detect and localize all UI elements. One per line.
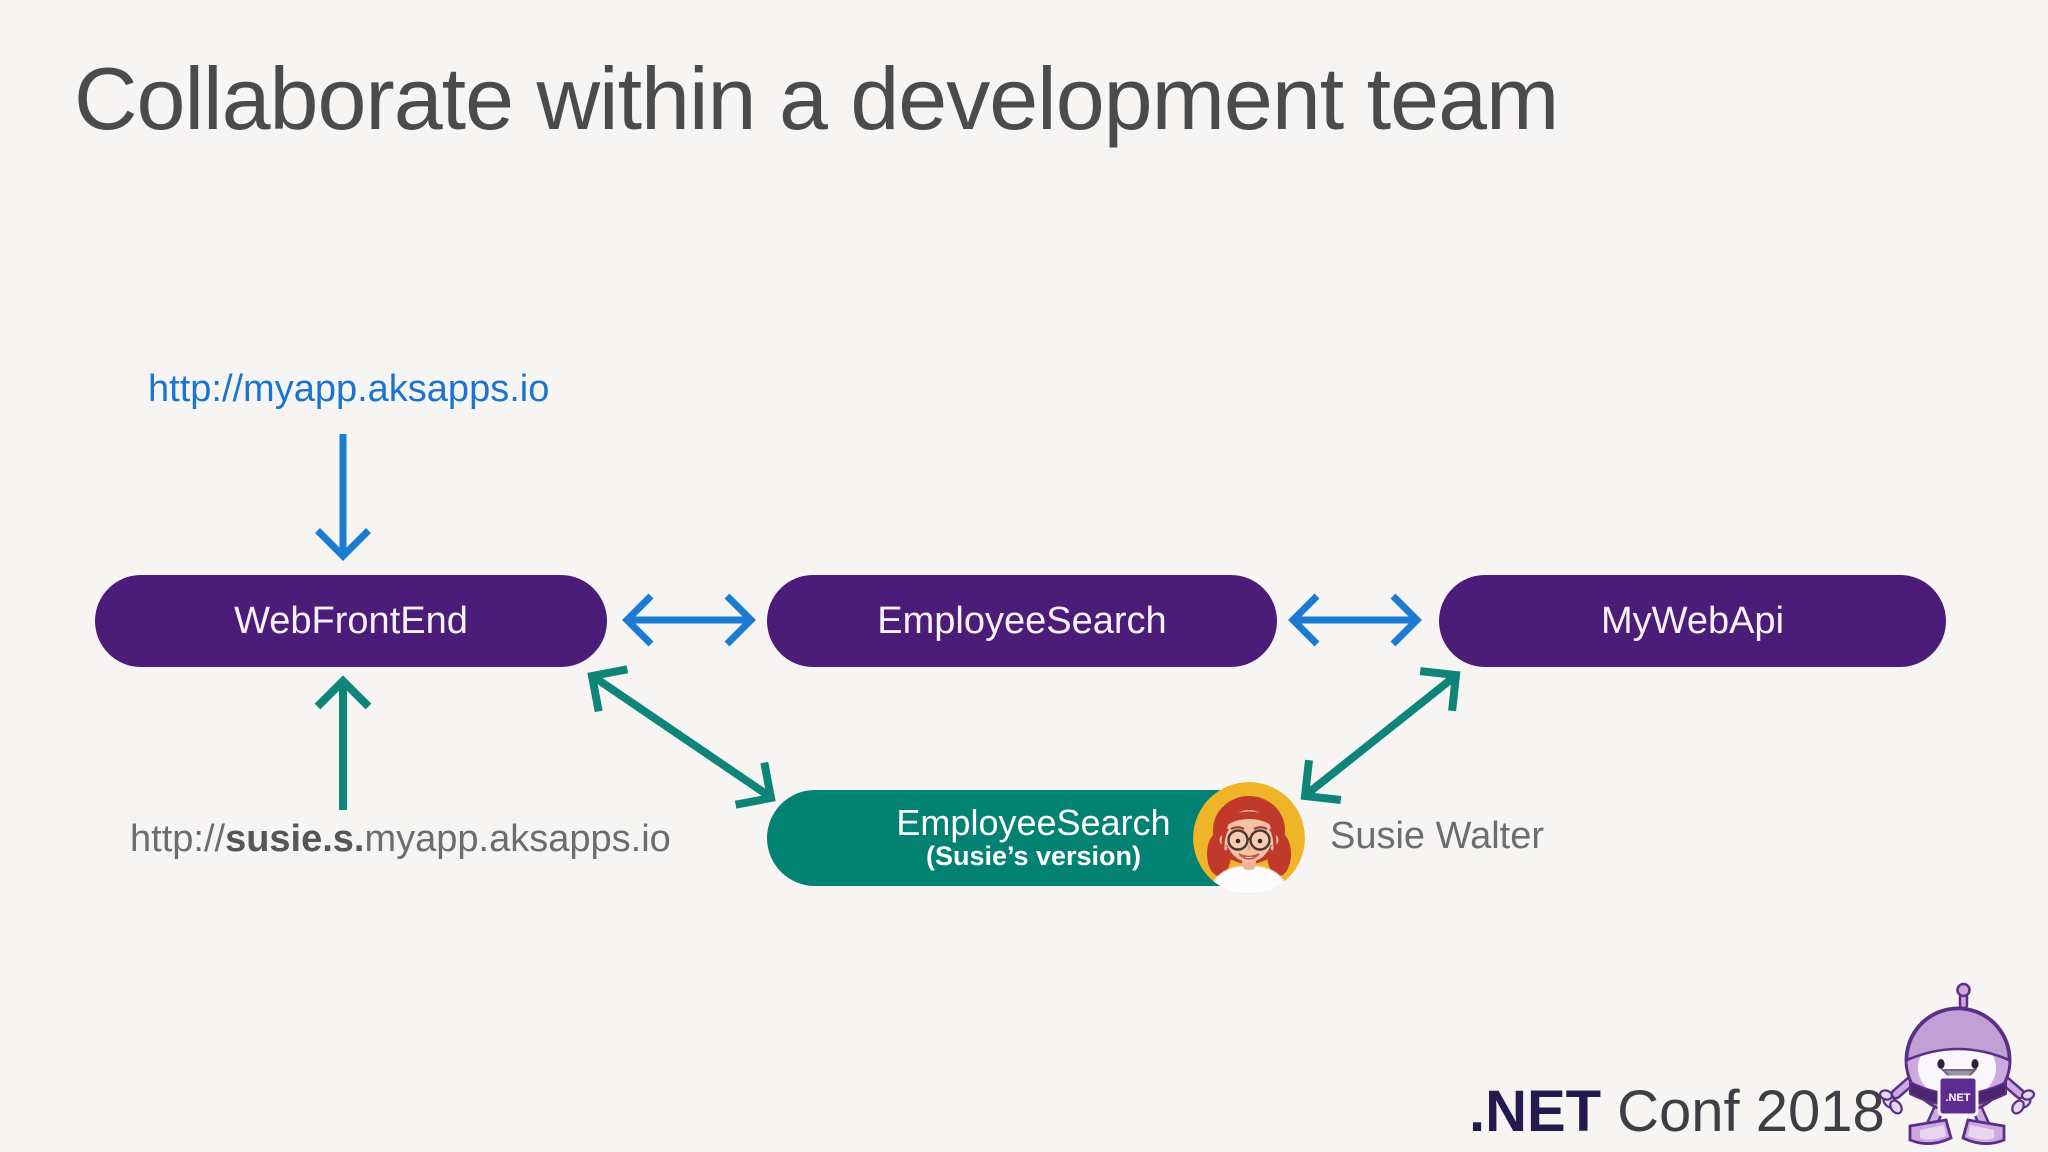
node-mywebapi: MyWebApi [1439, 575, 1946, 667]
dotnet-conf-logo: .NET Conf 2018 [1469, 1078, 1885, 1145]
page-title: Collaborate within a development team [74, 49, 1559, 148]
arrow-employeesearch-mywebapi [1288, 593, 1422, 647]
url-myapp: http://myapp.aksapps.io [148, 368, 550, 410]
url-susie: http://susie.s.myapp.aksapps.io [130, 818, 671, 861]
arrow-susieurl-to-webfrontend [314, 675, 372, 810]
url-susie-prefix: http:// [130, 818, 226, 860]
node-webfrontend: WebFrontEnd [95, 575, 607, 667]
node-employeesearch: EmployeeSearch [767, 575, 1277, 667]
arrow-susieversion-mywebapi [1300, 667, 1461, 804]
conf-year-text: Conf 2018 [1617, 1079, 1885, 1144]
node-employeesearch-label: EmployeeSearch [877, 599, 1167, 642]
arrow-url-to-webfrontend [315, 434, 371, 561]
node-mywebapi-label: MyWebApi [1600, 599, 1785, 642]
node-webfrontend-label: WebFrontEnd [234, 599, 468, 642]
person-name: Susie Walter [1330, 815, 1544, 857]
url-susie-rest: myapp.aksapps.io [364, 818, 671, 860]
url-susie-subdomain: susie.s. [225, 818, 365, 860]
susie-node-label: EmployeeSearch [896, 802, 1171, 844]
mascot-badge-label: .NET [1945, 1092, 1970, 1104]
susie-node-sublabel: (Susie’s version) [925, 841, 1142, 872]
arrow-susieversion-webfrontend [587, 665, 776, 809]
susie-avatar [1193, 782, 1305, 894]
dotnet-brand-text: .NET [1469, 1079, 1602, 1144]
dotnet-bot-mascot-icon: .NET [1878, 982, 2036, 1145]
arrow-webfrontend-employeesearch [622, 593, 756, 647]
